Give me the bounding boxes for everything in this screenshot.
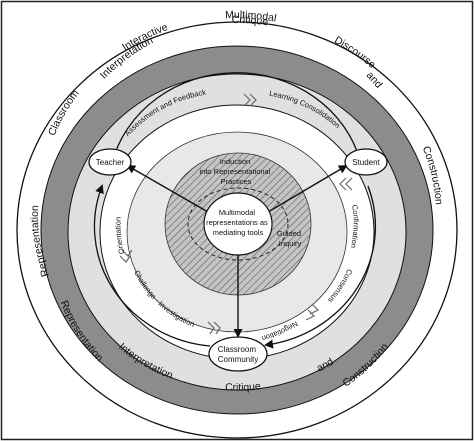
chevron-markers xyxy=(119,93,353,335)
induction-label: Induction into Representational Practice… xyxy=(200,157,273,186)
outer-label-bottom: Critique xyxy=(225,380,262,393)
spoke-to-student xyxy=(267,164,348,213)
outer-label-top-inner: Critique xyxy=(232,14,270,29)
dashed-zone xyxy=(187,187,289,261)
right-flow-arc xyxy=(264,185,377,349)
chevron-icon xyxy=(243,93,257,107)
community-node xyxy=(208,336,268,372)
student-node xyxy=(344,148,388,176)
guided-inquiry-label: Guided Inquiry xyxy=(277,229,303,248)
teacher-label: Teacher xyxy=(96,158,125,167)
center-node-label: Multimodal representations as mediating … xyxy=(206,208,270,237)
teacher-node xyxy=(88,148,132,176)
student-label: Student xyxy=(352,158,380,167)
label-confirmation: Confirmation xyxy=(349,204,361,249)
chevron-icon xyxy=(119,249,133,263)
community-label: Classroom Community xyxy=(218,345,258,364)
chevron-icon xyxy=(305,303,320,321)
outer-label-top: Multimodal xyxy=(225,9,277,25)
top-flow-arc xyxy=(111,72,363,164)
spoke-to-teacher xyxy=(126,165,209,213)
chevron-icon xyxy=(339,177,353,191)
center-node xyxy=(203,192,273,256)
chevron-icon xyxy=(207,321,221,335)
left-flow-arc xyxy=(93,184,211,347)
